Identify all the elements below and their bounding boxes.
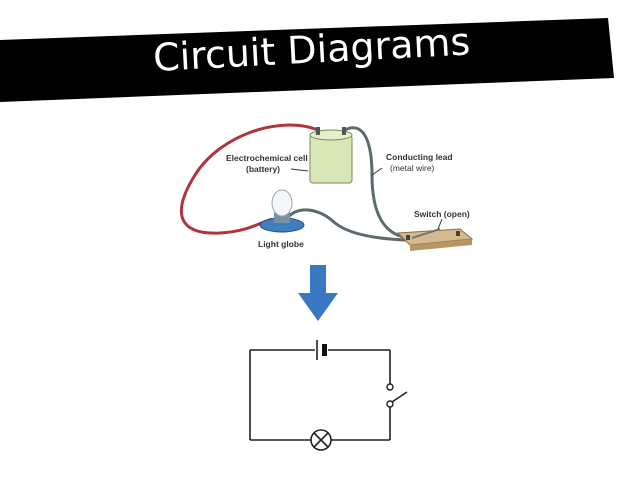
battery-label-line2: (battery) — [246, 164, 281, 174]
switch-label: Switch (open) — [414, 209, 470, 219]
lead-pointer — [371, 167, 383, 176]
title-banner — [0, 18, 614, 102]
battery-pointer — [290, 168, 309, 172]
grey-wire-globe-switch — [286, 208, 407, 242]
schematic-circuit — [249, 340, 408, 451]
light-globe-label: Light globe — [258, 239, 304, 249]
light-globe-illustration — [259, 189, 305, 233]
switch-pointer — [437, 218, 443, 230]
battery-label-line1: Electrochemical cell — [226, 153, 308, 163]
lead-label-line2: (metal wire) — [390, 163, 435, 173]
arrow-down-icon — [298, 265, 338, 321]
pictorial-circuit-drawing — [179, 123, 474, 251]
pictorial-circuit: Electrochemical cell (battery) Conductin… — [160, 105, 490, 260]
open-switch-symbol-icon — [386, 383, 408, 408]
switch-illustration — [396, 228, 474, 251]
red-wire — [179, 123, 319, 235]
grey-wire-battery-switch — [344, 126, 405, 239]
lamp-symbol-icon — [310, 429, 332, 451]
lead-label-line1: Conducting lead — [386, 152, 453, 162]
battery-illustration — [309, 127, 353, 184]
cell-symbol-icon — [316, 340, 327, 360]
